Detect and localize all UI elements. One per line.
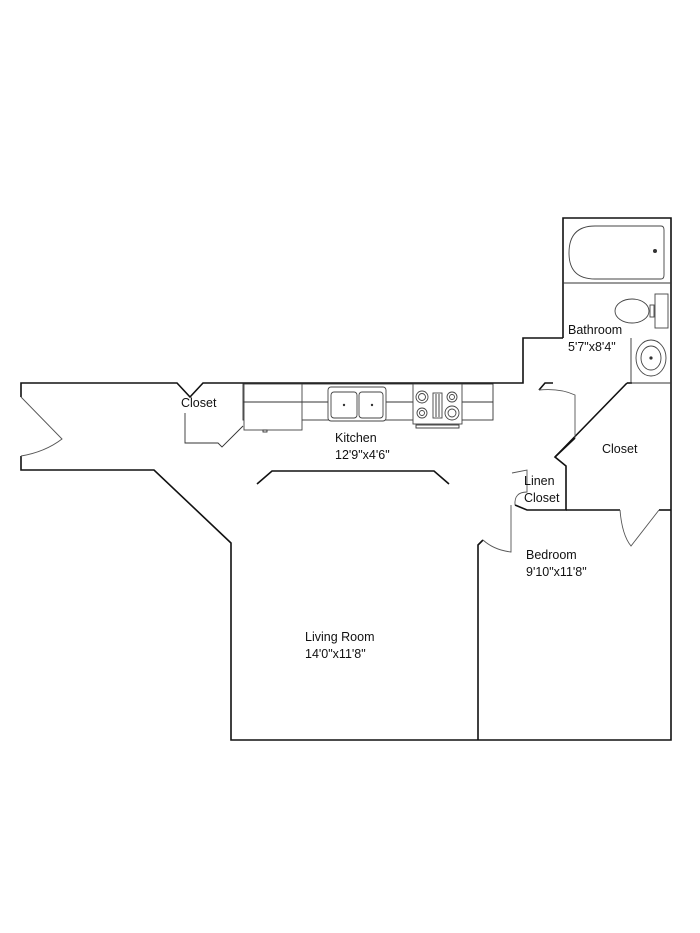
room-dimensions: 9'10"x11'8" [526,565,587,579]
room-label-entry-closet: Closet [181,395,216,412]
exterior-walls [20,217,672,741]
room-label-bedroom: Bedroom 9'10"x11'8" [526,547,587,581]
room-name: Bathroom [568,323,623,337]
refrigerator [243,383,303,433]
room-label-kitchen: Kitchen 12'9"x4'6" [335,430,390,464]
doors [20,389,660,553]
room-label-linen-closet: Linen Closet [524,473,559,507]
toilet [614,293,669,329]
room-name: Closet [181,396,217,410]
room-name: Closet [602,442,638,456]
double-sink [327,386,387,422]
bathroom-sink [635,339,667,377]
room-label-bedroom-closet: Closet [602,441,637,458]
room-name: Kitchen [335,431,377,445]
room-dimensions: 14'0"x11'8" [305,647,366,661]
stove [412,383,463,429]
room-label-bathroom: Bathroom 5'7"x8'4" [568,322,622,356]
room-name: Living Room [305,630,375,644]
room-name-line2: Closet [524,491,560,505]
room-dimensions: 5'7"x8'4" [568,340,616,354]
room-name: Bedroom [526,548,577,562]
bathtub [568,225,665,280]
room-name: Linen [524,474,555,488]
room-label-living-room: Living Room 14'0"x11'8" [305,629,374,663]
room-dimensions: 12'9"x4'6" [335,448,390,462]
